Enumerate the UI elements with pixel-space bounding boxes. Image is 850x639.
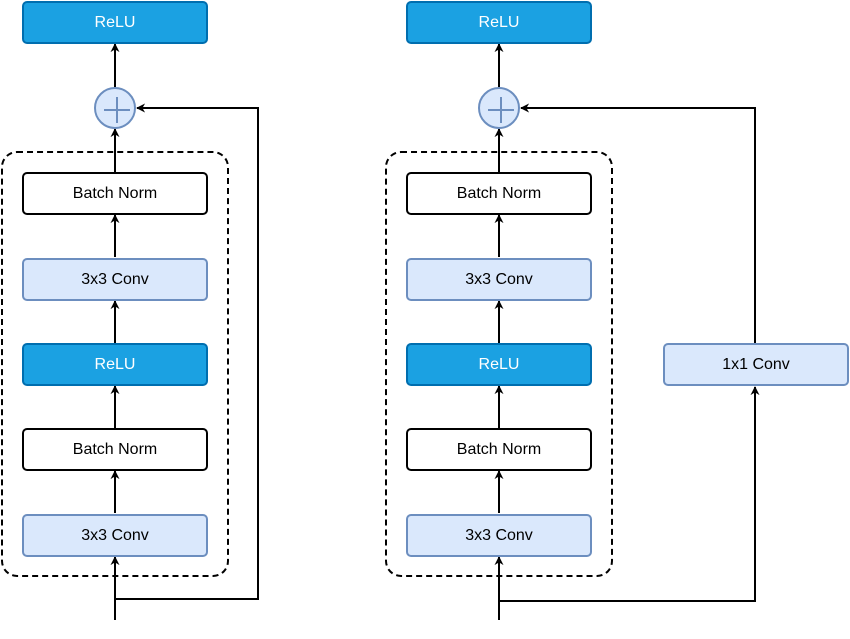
left-conv3x3-1: 3x3 Conv: [22, 514, 208, 557]
projection-input-line: [499, 386, 760, 602]
plus-icon: [104, 97, 130, 123]
right-output-relu: ReLU: [406, 1, 592, 44]
left-batch-norm-2: Batch Norm: [22, 172, 208, 215]
right-add-node: [478, 87, 520, 129]
right-shortcut-conv1x1: 1x1 Conv: [663, 343, 849, 386]
left-inner-relu: ReLU: [22, 343, 208, 386]
left-residual-branch-group: [1, 151, 229, 577]
left-output-relu: ReLU: [22, 1, 208, 44]
right-residual-branch-group: [385, 151, 613, 577]
projection-output-line: [520, 103, 756, 343]
right-inner-relu: ReLU: [406, 343, 592, 386]
right-batch-norm-1: Batch Norm: [406, 428, 592, 471]
right-conv3x3-1: 3x3 Conv: [406, 514, 592, 557]
left-batch-norm-1: Batch Norm: [22, 428, 208, 471]
left-add-node: [94, 87, 136, 129]
left-conv3x3-2: 3x3 Conv: [22, 258, 208, 301]
identity-shortcut: [115, 103, 259, 600]
plus-icon: [488, 97, 514, 123]
right-batch-norm-2: Batch Norm: [406, 172, 592, 215]
right-conv3x3-2: 3x3 Conv: [406, 258, 592, 301]
